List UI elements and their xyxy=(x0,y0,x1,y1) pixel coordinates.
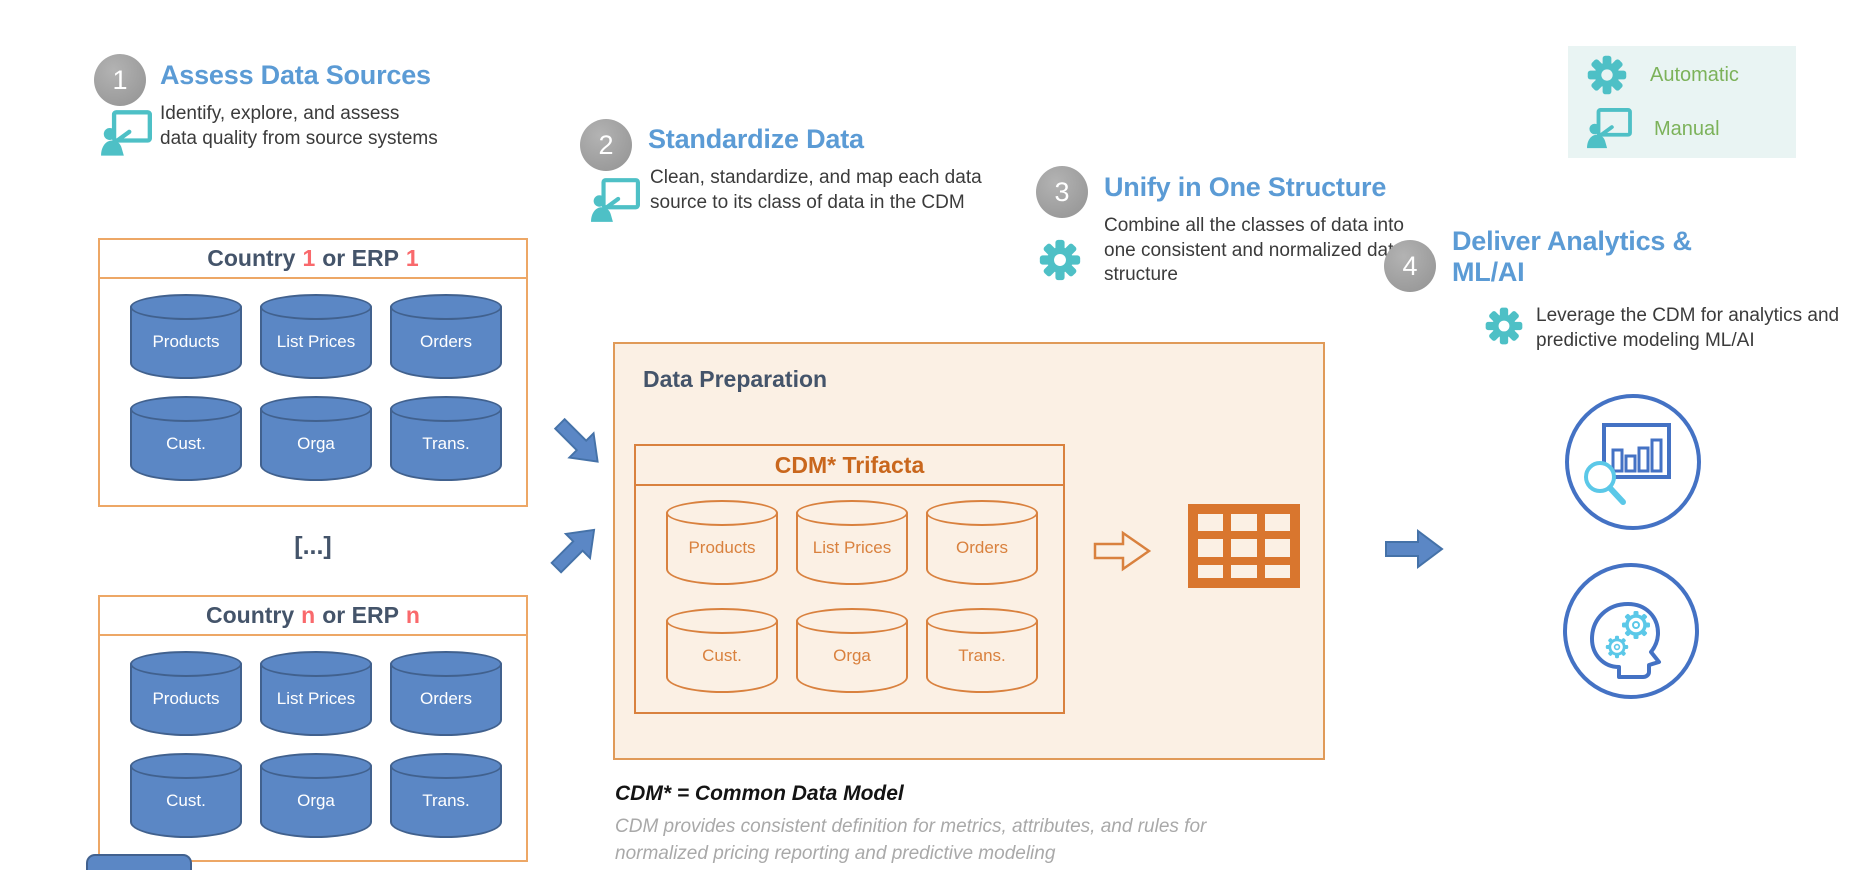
database-cylinder-label: Products xyxy=(152,332,220,352)
database-cylinder-label: Cust. xyxy=(166,434,206,454)
step-2-title: Standardize Data xyxy=(648,124,864,154)
database-cylinder-label: List Prices xyxy=(276,332,356,352)
database-cylinder: List Prices xyxy=(260,651,372,736)
database-cylinder: Orders xyxy=(390,651,502,736)
database-cylinder-label: Trans. xyxy=(422,791,470,811)
cdm-note-line1: CDM provides consistent definition for m… xyxy=(615,816,1207,837)
box-title-text: Country xyxy=(206,602,295,628)
step-4-title-line2: ML/AI xyxy=(1452,257,1525,288)
cdm-trifacta-title: CDM* Trifacta xyxy=(636,446,1063,486)
database-cylinder: Orga xyxy=(260,753,372,838)
cdm-definition: CDM* = Common Data Model xyxy=(615,782,904,805)
automatic-gear-icon xyxy=(1484,306,1524,351)
step-4-number-badge: 4 xyxy=(1384,240,1436,292)
step-1-title: Assess Data Sources xyxy=(160,60,431,90)
database-cylinder-label: Products xyxy=(152,689,220,709)
database-cylinder: Products xyxy=(130,651,242,736)
database-cylinder-label: Orga xyxy=(297,434,335,454)
database-cylinder-label: Orga xyxy=(833,646,871,666)
database-cylinder: Cust. xyxy=(130,753,242,838)
manual-icon xyxy=(1587,108,1632,149)
automatic-gear-icon xyxy=(1038,238,1082,287)
automatic-gear-icon xyxy=(1587,55,1627,95)
country-1-box-title: Country 1 or ERP 1 xyxy=(100,240,526,279)
database-cylinder: Orders xyxy=(390,294,502,379)
legend-automatic-row: Automatic xyxy=(1586,54,1778,96)
database-cylinder: Cust. xyxy=(666,608,778,693)
step-4-title-line1: Deliver Analytics & xyxy=(1452,226,1692,256)
database-cylinder: Trans. xyxy=(390,396,502,481)
step-3-title: Unify in One Structure xyxy=(1104,172,1387,202)
hollow-arrow-icon xyxy=(1093,529,1152,578)
flow-arrow-countryn-to-prep xyxy=(541,514,614,587)
database-cylinder-label: Cust. xyxy=(166,791,206,811)
box-title-text: or ERP xyxy=(322,602,399,628)
database-cylinder: List Prices xyxy=(796,500,908,585)
database-cylinder: Cust. xyxy=(130,396,242,481)
database-cylinder: Products xyxy=(130,294,242,379)
database-cylinder-label: Trans. xyxy=(958,646,1006,666)
country-n-box-title: Country n or ERP n xyxy=(100,597,526,636)
analytics-chart-icon xyxy=(1563,392,1703,537)
database-cylinder-label: List Prices xyxy=(276,689,356,709)
ellipsis-separator: [...] xyxy=(294,532,332,560)
database-cylinder: List Prices xyxy=(260,294,372,379)
legend: Automatic Manual xyxy=(1568,46,1796,158)
legend-manual-row: Manual xyxy=(1586,108,1778,150)
data-preparation-box: Data Preparation CDM* Trifacta Products L… xyxy=(613,342,1325,760)
box-title-number: n xyxy=(405,602,420,628)
database-cylinder-label: Orders xyxy=(956,538,1008,558)
database-cylinder: Trans. xyxy=(926,608,1038,693)
database-cylinder: Orga xyxy=(796,608,908,693)
data-preparation-title: Data Preparation xyxy=(643,366,828,392)
database-cylinder: Orga xyxy=(260,396,372,481)
step-3-number-badge: 3 xyxy=(1036,166,1088,218)
box-title-text: Country xyxy=(207,245,296,271)
box-title-number: 1 xyxy=(302,245,316,271)
database-cylinder-label: Orga xyxy=(297,791,335,811)
step-1-number-badge: 1 xyxy=(94,54,146,106)
database-cylinder: Trans. xyxy=(390,753,502,838)
step-2-description: Clean, standardize, and map each data so… xyxy=(650,167,982,213)
database-cylinder: Orders xyxy=(926,500,1038,585)
step-4-title: Deliver Analytics & ML/AI xyxy=(1452,226,1792,288)
flow-arrow-prep-to-analytics xyxy=(1382,528,1446,575)
database-cylinder-label: Cust. xyxy=(702,646,742,666)
manual-icon xyxy=(100,110,152,163)
manual-icon xyxy=(590,178,640,229)
cdm-note: CDM provides consistent definition for m… xyxy=(615,814,1375,868)
cdm-note-line2: normalized pricing reporting and predict… xyxy=(615,842,1056,864)
step-4-description: Leverage the CDM for analytics and predi… xyxy=(1536,305,1840,351)
box-title-text: or ERP xyxy=(322,245,399,271)
box-title-number: 1 xyxy=(405,245,419,271)
database-cylinder-label: Orders xyxy=(420,689,472,709)
table-grid-icon xyxy=(1188,504,1300,593)
legend-automatic-label: Automatic xyxy=(1650,63,1739,86)
box-title-number: n xyxy=(301,602,316,628)
cropped-cylinder-decoration xyxy=(86,854,192,870)
step-3-description: Combine all the classes of data into one… xyxy=(1104,215,1404,286)
database-cylinder: Products xyxy=(666,500,778,585)
database-cylinder-label: Trans. xyxy=(422,434,470,454)
ml-head-gears-icon xyxy=(1561,561,1701,706)
database-cylinder-label: Orders xyxy=(420,332,472,352)
step-2-number-badge: 2 xyxy=(580,119,632,171)
legend-manual-label: Manual xyxy=(1654,117,1720,140)
database-cylinder-label: List Prices xyxy=(812,538,892,558)
step-1-description: Identify, explore, and assess data quali… xyxy=(160,103,438,149)
database-cylinder-label: Products xyxy=(688,538,756,558)
flow-arrow-country1-to-prep xyxy=(541,408,614,481)
